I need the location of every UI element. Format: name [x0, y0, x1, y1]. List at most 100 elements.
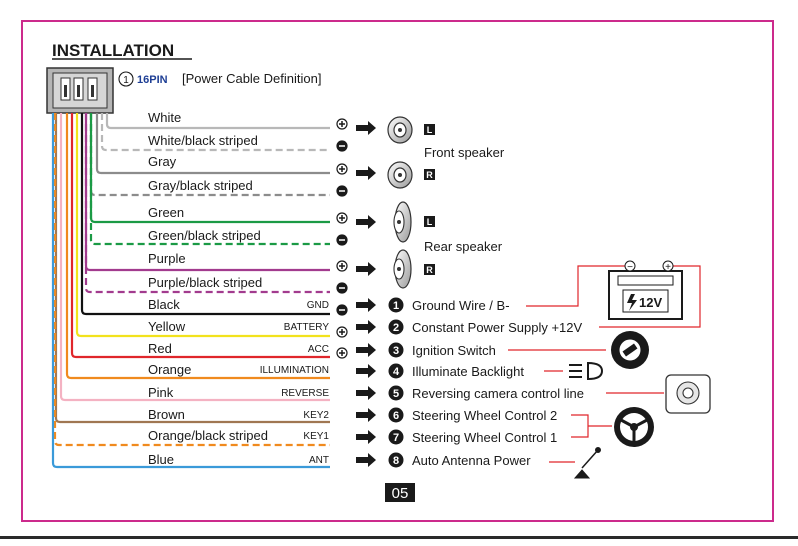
wire-signal-16: ANT [309, 455, 329, 466]
battery-connections [508, 265, 701, 463]
wire-label-16: Blue [148, 452, 174, 467]
battery-minus-label: − [627, 262, 633, 273]
wire-signal-15: KEY1 [303, 431, 329, 442]
function-number: 7 [393, 432, 399, 444]
arrow-icon [356, 453, 376, 467]
battery-plus-terminal [662, 260, 674, 272]
rear-left-badge [424, 216, 435, 227]
function-label-8: Auto Antenna Power [412, 453, 531, 468]
plus-icon [336, 118, 348, 130]
wire-signal-12: ILLUMINATION [260, 365, 329, 376]
rear-right-speaker-icon [393, 249, 412, 289]
wire-signal-11: ACC [308, 344, 329, 355]
wire-label-11: Red [148, 341, 172, 356]
wire-15 [53, 113, 330, 447]
wire-label-15: Orange/black striped [148, 428, 268, 443]
steering-wheel-icon [614, 407, 654, 447]
minus-icon [336, 140, 348, 152]
page-frame [21, 20, 774, 522]
minus-icon [336, 234, 348, 246]
plus-icon [336, 260, 348, 272]
plus-icon [336, 212, 348, 224]
front-left-speaker-icon [387, 116, 413, 144]
battery-icon [608, 270, 683, 320]
arrow-icon [356, 215, 376, 229]
function-number: 6 [393, 410, 399, 422]
wire-label-6: Green/black striped [148, 228, 261, 243]
wire-label-1: White [148, 110, 181, 125]
wire-10 [75, 113, 330, 338]
wire-label-13: Pink [148, 385, 174, 400]
function-number-circle [388, 363, 404, 379]
front-left-badge [424, 124, 435, 135]
battery-plus-label: + [665, 262, 671, 273]
wire-signal-9: GND [307, 300, 329, 311]
wire-label-7: Purple [148, 251, 186, 266]
function-number-circle [388, 429, 404, 445]
arrow-icon [356, 166, 376, 180]
antenna-icon [573, 447, 601, 479]
arrow-icon [356, 298, 376, 312]
arrow-icon [356, 262, 376, 276]
function-number-circle [388, 452, 404, 468]
function-number-circle [388, 407, 404, 423]
function-number-circle [388, 319, 404, 335]
wire-1 [105, 113, 330, 130]
ignition-switch-icon [611, 331, 649, 369]
function-number-circle [388, 297, 404, 313]
wire-5 [89, 113, 330, 224]
front-speaker-label: Front speaker [424, 145, 505, 160]
wire-13 [59, 113, 330, 402]
wire-signal-14: KEY2 [303, 410, 329, 421]
wire-3 [95, 113, 330, 175]
plus-icon [336, 347, 348, 359]
wire-label-8: Purple/black striped [148, 275, 262, 290]
wire-label-5: Green [148, 205, 184, 220]
backlight-icon [569, 361, 604, 381]
plus-icon [336, 326, 348, 338]
function-label-7: Steering Wheel Control 1 [412, 430, 557, 445]
page-title: INSTALLATION [52, 41, 174, 60]
front-right-badge-text: R [426, 170, 433, 180]
rear-speaker-label: Rear speaker [424, 239, 503, 254]
function-number: 2 [393, 322, 399, 334]
arrow-icon [356, 320, 376, 334]
bottom-rule [0, 536, 798, 539]
function-label-3: Ignition Switch [412, 343, 496, 358]
arrow-icon [356, 408, 376, 422]
plus-icon [336, 163, 348, 175]
function-label-4: Illuminate Backlight [412, 364, 524, 379]
rear-left-speaker-icon [393, 201, 412, 243]
wire-16 [51, 113, 330, 469]
minus-icon [336, 282, 348, 294]
battery-voltage: 12V [639, 295, 662, 310]
page-number-box [385, 483, 415, 502]
wire-signal-13: REVERSE [281, 388, 329, 399]
wire-label-2: White/black striped [148, 133, 258, 148]
section-number-circle [118, 71, 134, 87]
front-left-badge-text: L [427, 125, 433, 135]
wire-signal-10: BATTERY [284, 322, 330, 333]
minus-icon [336, 185, 348, 197]
connector-16pin [46, 67, 114, 114]
function-label-5: Reversing camera control line [412, 386, 584, 401]
wire-2 [100, 113, 330, 152]
wire-label-3: Gray [148, 154, 177, 169]
minus-icon [336, 304, 348, 316]
rear-right-badge-text: R [426, 265, 433, 275]
wire-label-4: Gray/black striped [148, 178, 253, 193]
section-pin: 16PIN [137, 74, 168, 86]
wire-label-10: Yellow [148, 319, 186, 334]
arrow-icon [356, 386, 376, 400]
section-number: 1 [123, 75, 129, 86]
arrow-icon [356, 364, 376, 378]
wire-11 [70, 113, 330, 359]
function-label-1: Ground Wire / B- [412, 298, 510, 313]
wire-14 [54, 113, 330, 424]
arrow-icon [356, 343, 376, 357]
wire-9 [80, 113, 330, 316]
function-number: 8 [393, 455, 399, 467]
function-label-2: Constant Power Supply +12V [412, 320, 583, 335]
arrow-icon [356, 430, 376, 444]
